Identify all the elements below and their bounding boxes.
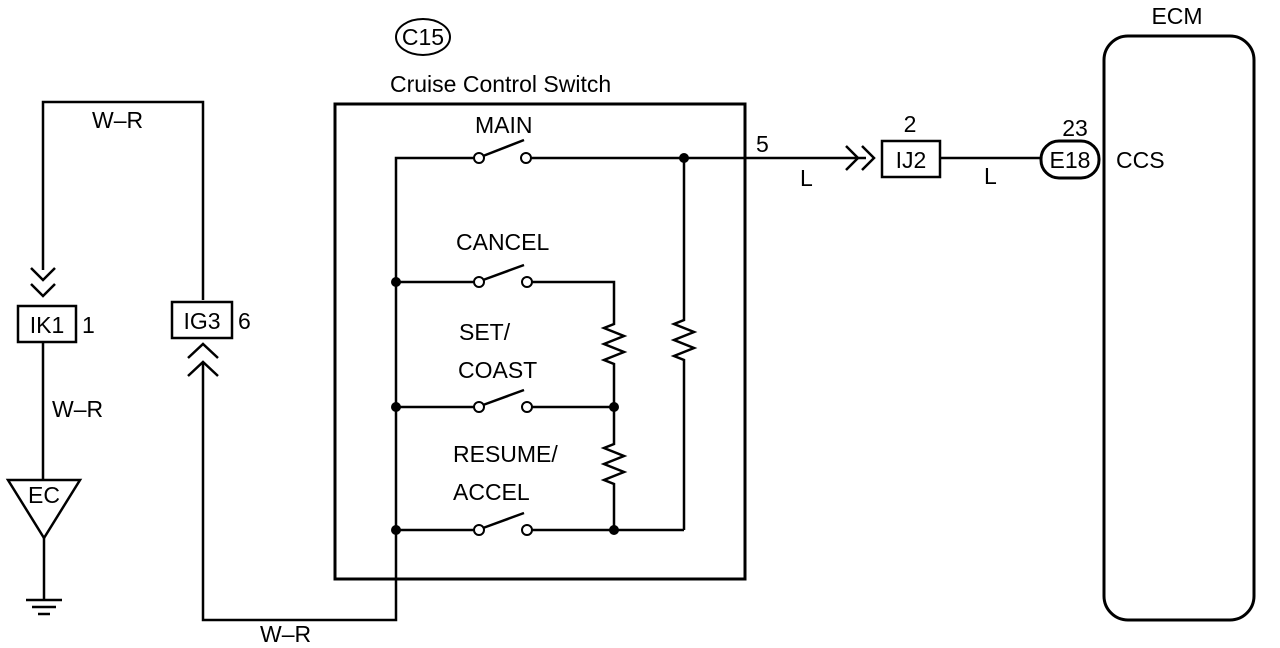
resistor-2-icon bbox=[600, 407, 628, 530]
resistor-3-icon bbox=[670, 158, 698, 530]
component-name: Cruise Control Switch bbox=[390, 71, 611, 97]
switch-cancel-label: CANCEL bbox=[456, 229, 550, 255]
connector-ij2-box bbox=[880, 139, 942, 179]
switch-set-icon bbox=[396, 388, 614, 413]
connector-e18-code: E18 bbox=[1050, 147, 1091, 173]
wire-top-left bbox=[41, 100, 205, 300]
connector-ij2-chevron-right bbox=[861, 145, 876, 171]
ecm-label: ECM bbox=[1151, 3, 1202, 29]
switch-set-label-line1: SET/ bbox=[459, 319, 511, 345]
connector-ig3-pin: 6 bbox=[238, 308, 251, 334]
wire-bottom-label: W–R bbox=[260, 621, 311, 647]
connector-ik1-pin: 1 bbox=[82, 312, 95, 338]
wire-signal-a-label: L bbox=[800, 165, 813, 191]
ecm: ECM CCS bbox=[1102, 3, 1256, 622]
ecm-terminal: CCS bbox=[1116, 147, 1165, 173]
switch-main-icon bbox=[460, 138, 684, 164]
junction-resume-right bbox=[609, 525, 619, 535]
connector-e18-box bbox=[1039, 139, 1101, 180]
connector-ik1-chevron-upper bbox=[30, 267, 56, 282]
connector-ij2-pin: 2 bbox=[904, 111, 917, 137]
connector-ik1-box bbox=[16, 304, 78, 344]
ground-point-code: EC bbox=[28, 482, 60, 508]
connector-e18-pin: 23 bbox=[1062, 115, 1088, 141]
ground-circuit: IK1 1 EC IG3 6 W–R W–R W–R bbox=[5, 100, 398, 647]
switch-main-label: MAIN bbox=[475, 112, 533, 138]
component-code-circle bbox=[395, 18, 451, 56]
common-bus bbox=[394, 156, 460, 530]
wire-top-left-label: W–R bbox=[92, 107, 143, 133]
connector-ij2-chevron-left bbox=[845, 145, 860, 171]
ground-point-triangle bbox=[5, 478, 83, 541]
wire-left-mid-label: W–R bbox=[52, 396, 103, 422]
wire-bottom bbox=[201, 362, 398, 622]
resistor-1-icon bbox=[600, 318, 628, 407]
switch-resume-icon bbox=[396, 511, 684, 536]
ecm-box bbox=[1102, 34, 1256, 622]
switch-output-pin: 5 bbox=[756, 131, 769, 157]
switch-set-label-line2: COAST bbox=[458, 357, 537, 383]
component-code: C15 bbox=[402, 24, 444, 50]
connector-ig3-code: IG3 bbox=[183, 308, 220, 334]
connector-ig3-chevron-upper bbox=[187, 342, 219, 359]
connector-ik1-code: IK1 bbox=[30, 312, 65, 338]
ground-icon bbox=[26, 538, 62, 616]
wire-signal-b-label: L bbox=[984, 163, 997, 189]
connector-ij2-code: IJ2 bbox=[896, 147, 927, 173]
signal-line: L 2 IJ2 L 23 E18 bbox=[684, 111, 1101, 191]
connector-ig3-box bbox=[170, 300, 234, 340]
switch-resume-label-line2: ACCEL bbox=[453, 479, 530, 505]
connector-ik1-chevron-lower bbox=[30, 283, 56, 298]
switch-resume-label-line1: RESUME/ bbox=[453, 441, 558, 467]
cruise-control-switch: C15 Cruise Control Switch MAIN CANCEL bbox=[333, 18, 769, 581]
switch-housing bbox=[333, 102, 747, 581]
switch-cancel-icon bbox=[396, 263, 616, 318]
